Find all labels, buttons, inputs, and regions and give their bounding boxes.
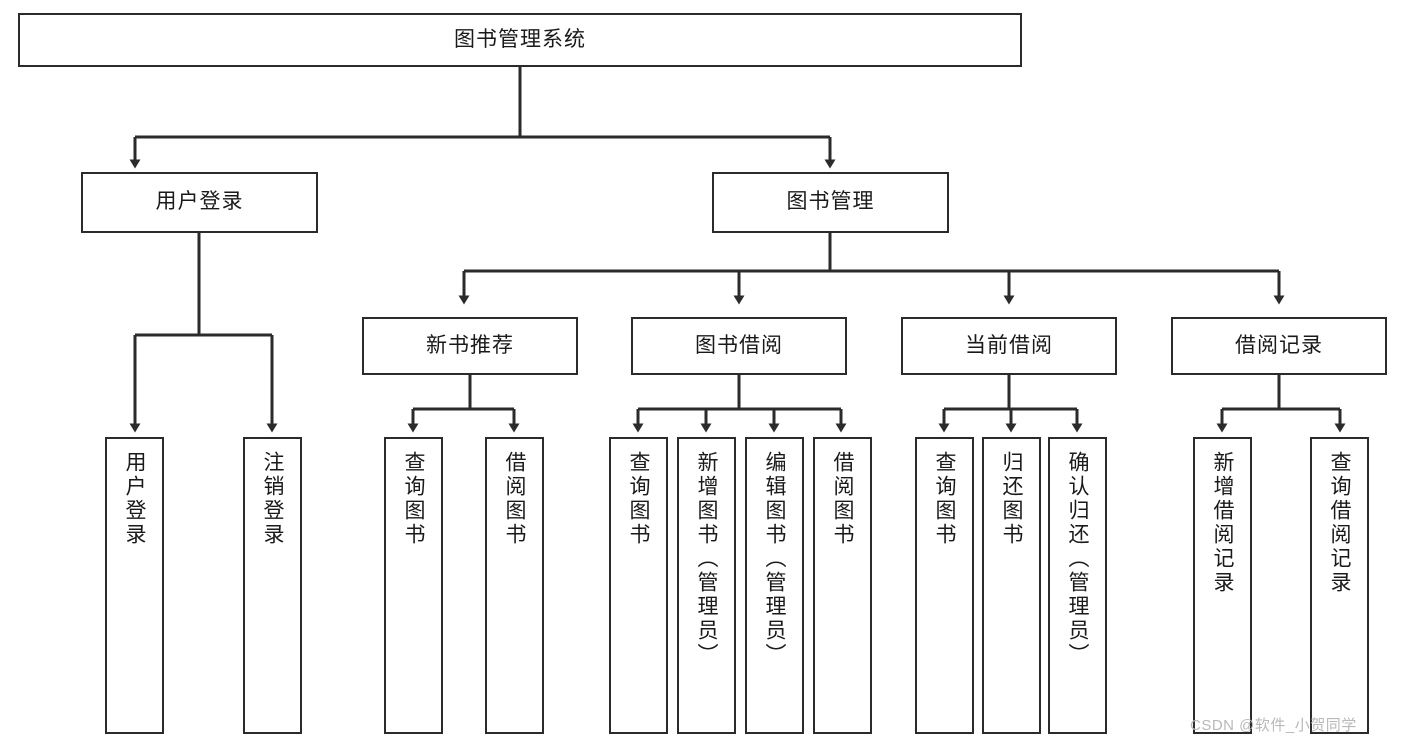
node-leaf-borrow-book-1-label: 借阅图书 (503, 451, 526, 547)
node-book-manage[interactable]: 图书管理 (712, 172, 949, 233)
node-leaf-add-book-label: 新增图书（管理员） (695, 451, 718, 667)
node-leaf-query-book-2-label: 查询图书 (627, 451, 650, 547)
node-new-book-recommend-label: 新书推荐 (426, 333, 514, 357)
node-book-borrow[interactable]: 图书借阅 (631, 317, 847, 375)
node-current-borrow-label: 当前借阅 (965, 333, 1053, 357)
node-leaf-borrow-book-2[interactable]: 借阅图书 (813, 437, 872, 734)
node-leaf-query-book-2[interactable]: 查询图书 (609, 437, 668, 734)
node-leaf-confirm-return[interactable]: 确认归还（管理员） (1048, 437, 1107, 734)
node-new-book-recommend[interactable]: 新书推荐 (362, 317, 578, 375)
node-leaf-logout-login[interactable]: 注销登录 (243, 437, 302, 734)
node-leaf-query-book-1[interactable]: 查询图书 (384, 437, 443, 734)
node-leaf-add-record-label: 新增借阅记录 (1211, 451, 1234, 595)
node-leaf-borrow-book-2-label: 借阅图书 (831, 451, 854, 547)
node-leaf-add-book[interactable]: 新增图书（管理员） (677, 437, 736, 734)
node-leaf-query-book-1-label: 查询图书 (402, 451, 425, 547)
csdn-watermark: CSDN @软件_小贺同学 (1190, 717, 1357, 734)
node-user-login[interactable]: 用户登录 (81, 172, 318, 233)
node-leaf-edit-book[interactable]: 编辑图书（管理员） (745, 437, 804, 734)
node-leaf-query-book-3[interactable]: 查询图书 (915, 437, 974, 734)
node-leaf-user-login[interactable]: 用户登录 (105, 437, 164, 734)
node-current-borrow[interactable]: 当前借阅 (901, 317, 1117, 375)
node-leaf-add-record[interactable]: 新增借阅记录 (1193, 437, 1252, 734)
node-leaf-query-record-label: 查询借阅记录 (1328, 451, 1351, 595)
node-root[interactable]: 图书管理系统 (18, 13, 1022, 67)
node-leaf-logout-login-label: 注销登录 (261, 451, 284, 547)
node-leaf-query-book-3-label: 查询图书 (933, 451, 956, 547)
node-user-login-label: 用户登录 (155, 190, 244, 214)
node-borrow-record-label: 借阅记录 (1235, 333, 1323, 357)
node-root-label: 图书管理系统 (454, 27, 586, 51)
node-leaf-user-login-label: 用户登录 (123, 451, 146, 547)
node-leaf-edit-book-label: 编辑图书（管理员） (763, 451, 786, 667)
node-borrow-record[interactable]: 借阅记录 (1171, 317, 1387, 375)
node-leaf-query-record[interactable]: 查询借阅记录 (1310, 437, 1369, 734)
node-leaf-return-book-label: 归还图书 (1000, 451, 1023, 547)
node-leaf-borrow-book-1[interactable]: 借阅图书 (485, 437, 544, 734)
node-leaf-return-book[interactable]: 归还图书 (982, 437, 1041, 734)
node-book-borrow-label: 图书借阅 (695, 333, 783, 357)
node-book-manage-label: 图书管理 (786, 190, 875, 214)
node-leaf-confirm-return-label: 确认归还（管理员） (1066, 451, 1089, 667)
